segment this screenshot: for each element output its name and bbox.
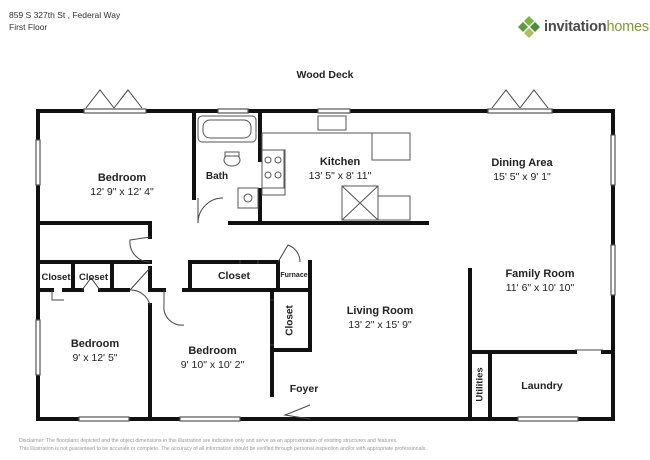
- floor-label: First Floor: [9, 22, 48, 32]
- room-bedroom-bottom-left: Bedroom 9' x 12' 5": [70, 338, 120, 364]
- room-furnace: Furnace: [280, 272, 308, 279]
- stove: [261, 149, 285, 189]
- room-closet-a: Closet: [41, 272, 71, 283]
- exterior-wall: [36, 109, 615, 421]
- room-living-room: Living Room 13' 2" x 15' 9": [346, 305, 414, 331]
- room-laundry: Laundry: [521, 380, 563, 392]
- room-closet-c: Closet: [217, 270, 251, 282]
- disclaimer-line-2: This illustration is not guaranteed to b…: [19, 446, 427, 452]
- property-address: 859 S 327th St , Federal Way: [9, 10, 121, 20]
- room-closet-d: Closet: [284, 305, 296, 336]
- room-dining-area: Dining Area 15' 5" x 9' 1": [491, 157, 553, 183]
- brand-diamond-icon: [518, 16, 540, 38]
- brand-logo: invitationhomes: [518, 16, 649, 38]
- kitchen-sink: [317, 115, 347, 131]
- window-top-right: [487, 108, 553, 114]
- disclaimer-line-1: Disclaimer: The floorplans depicted and …: [19, 438, 398, 444]
- window-top-left: [83, 108, 147, 114]
- door-deck-left: [85, 89, 115, 109]
- door-foyer: [283, 404, 311, 420]
- wood-deck-label: Wood Deck: [296, 69, 354, 81]
- brand-wordmark: invitationhomes: [544, 19, 649, 35]
- door-deck-right: [491, 89, 521, 109]
- room-family-room: Family Room 11' 6" x 10' 10": [505, 268, 575, 294]
- window-bottom-left: [78, 416, 130, 422]
- door-furnace: [277, 244, 301, 263]
- room-bedroom-top-left: Bedroom 12' 9" x 12' 4": [90, 172, 154, 198]
- door-bedroom-top: [129, 236, 151, 263]
- room-bedroom-bottom-mid: Bedroom 9' 10" x 10' 2": [180, 345, 245, 371]
- room-foyer: Foyer: [289, 383, 319, 395]
- door-bath: [197, 197, 224, 224]
- room-bath: Bath: [205, 171, 229, 182]
- room-closet-b: Closet: [78, 272, 109, 283]
- room-utilities: Utilities: [474, 367, 486, 402]
- room-kitchen: Kitchen 13' 5" x 8' 11": [308, 156, 372, 182]
